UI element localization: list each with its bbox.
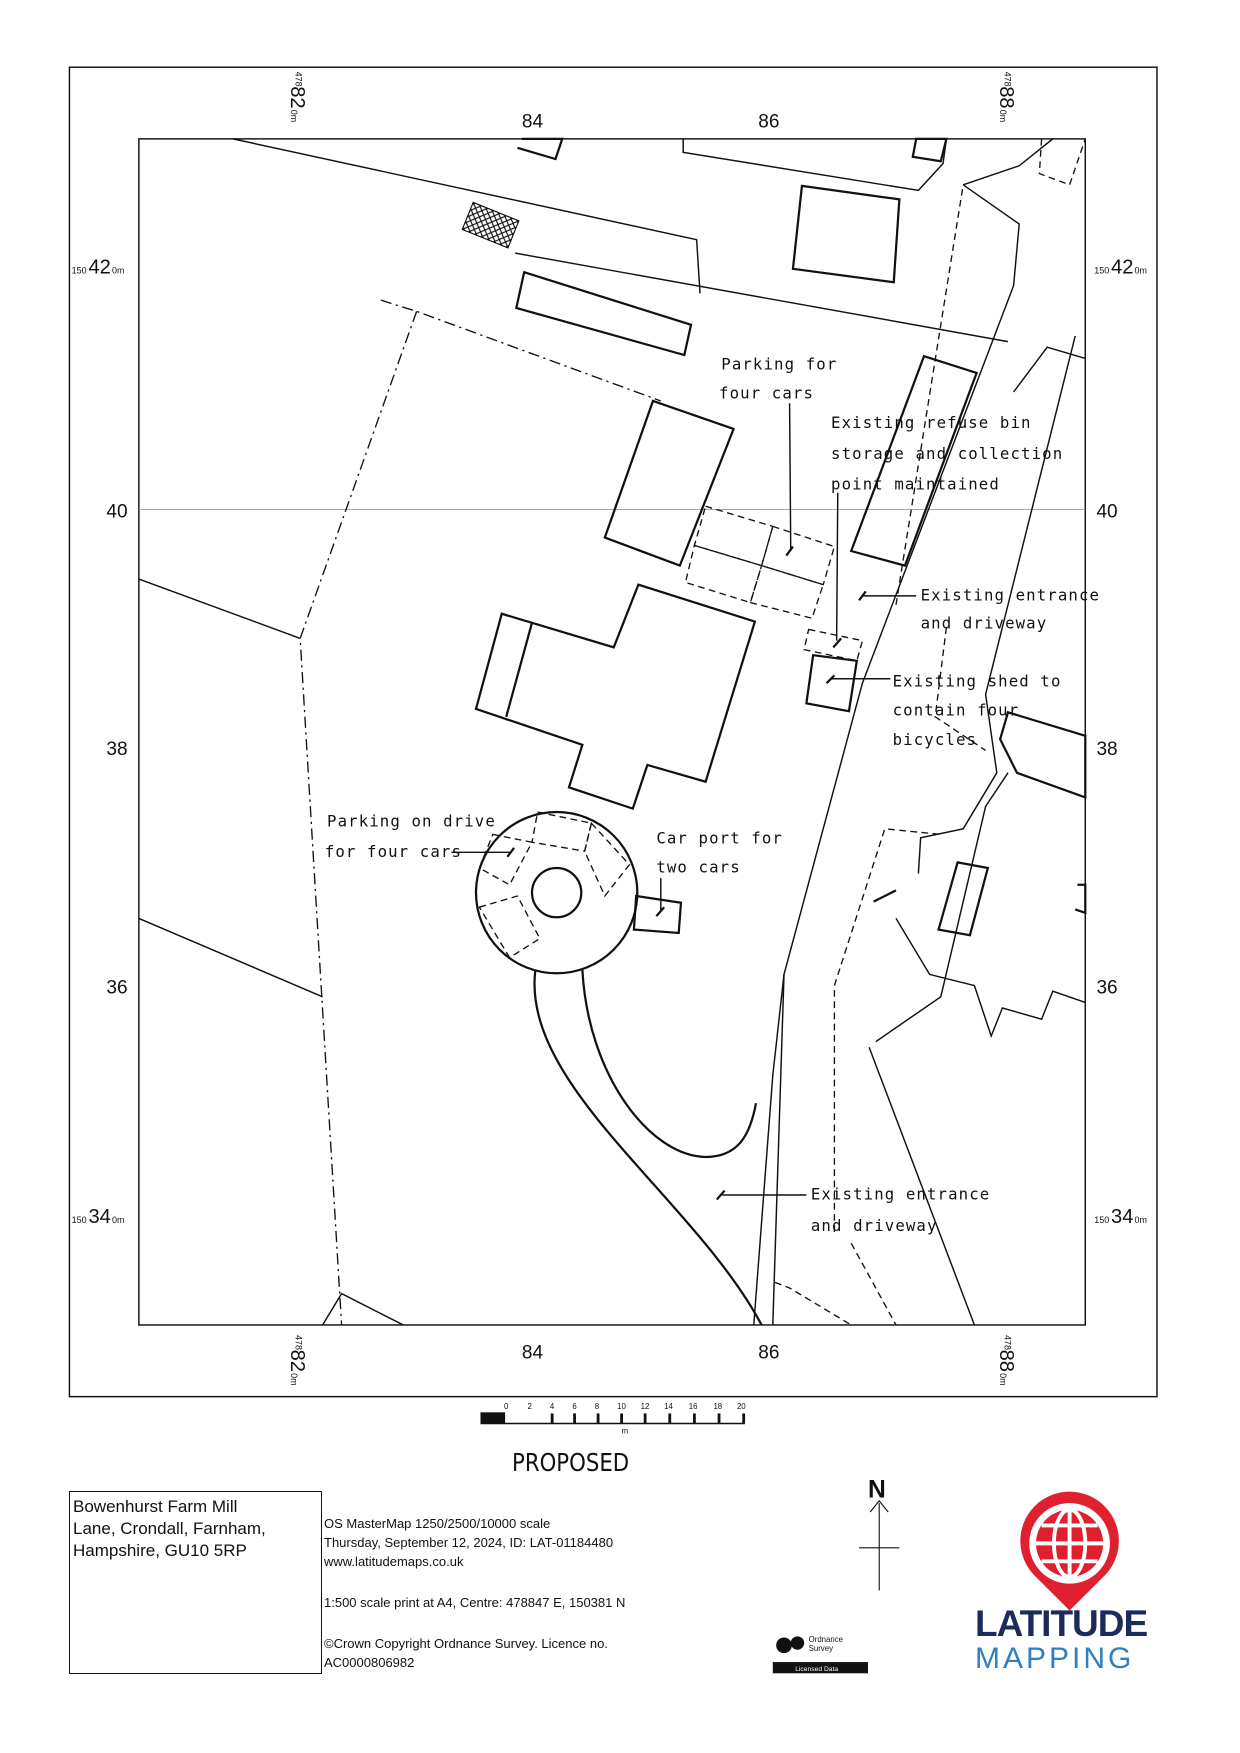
annotations: Parking for four cars Existing refuse bi… — [325, 355, 1100, 1235]
svg-text:N: N — [868, 1476, 886, 1503]
address-line: Hampshire, GU10 5RP — [73, 1541, 247, 1560]
svg-text:150: 150 — [72, 1215, 87, 1225]
main-house — [474, 583, 757, 811]
meta-line: OS MasterMap 1250/2500/10000 scale — [324, 1516, 551, 1531]
meta-line: ©Crown Copyright Ordnance Survey. Licenc… — [324, 1636, 608, 1651]
svg-text:Existing entrance: Existing entrance — [921, 585, 1100, 604]
svg-text:40: 40 — [106, 501, 127, 522]
ordnance-survey-badge: Ordnance Survey Licensed Data — [772, 1635, 868, 1674]
building — [603, 399, 736, 568]
svg-text:0m: 0m — [112, 265, 124, 275]
address-line: Lane, Crondall, Farnham, — [73, 1519, 266, 1538]
svg-text:82: 82 — [286, 86, 308, 108]
svg-text:36: 36 — [106, 977, 127, 998]
logo-word-mapping: MAPPING — [975, 1642, 1135, 1675]
svg-text:0m: 0m — [289, 110, 299, 122]
svg-text:88: 88 — [995, 1350, 1017, 1372]
outer-frame — [68, 66, 1158, 1398]
hatched-feature — [461, 201, 520, 249]
meta-line: Thursday, September 12, 2024, ID: LAT-01… — [324, 1535, 614, 1550]
svg-text:38: 38 — [1096, 739, 1117, 760]
car-port — [632, 894, 683, 935]
scale-bar: 0 2 4 6 8 10 12 14 16 18 20 m — [480, 1402, 746, 1436]
svg-text:42: 42 — [1111, 256, 1133, 278]
refuse-store-building — [849, 354, 979, 567]
scale-centre-info: 1:500 scale print at A4, Centre: 478847 … — [324, 1595, 626, 1610]
svg-text:0m: 0m — [289, 1373, 299, 1385]
svg-text:34: 34 — [88, 1206, 110, 1228]
map-source: OS MasterMap 1250/2500/10000 scale Thurs… — [324, 1514, 613, 1571]
svg-text:Ordnance: Ordnance — [809, 1635, 843, 1644]
turning-circle — [474, 810, 639, 975]
meta-line: www.latitudemaps.co.uk — [324, 1554, 464, 1569]
svg-text:478: 478 — [294, 1335, 304, 1350]
address-line: Bowenhurst Farm Mill — [73, 1497, 238, 1516]
svg-text:point maintained: point maintained — [831, 474, 1000, 493]
svg-text:Existing shed to: Existing shed to — [893, 672, 1062, 691]
north-arrow: N — [859, 1476, 900, 1591]
svg-text:Survey: Survey — [809, 1644, 833, 1653]
map-features — [138, 137, 1087, 1326]
latitude-mapping-logo — [1020, 1491, 1119, 1611]
svg-text:and driveway: and driveway — [811, 1216, 938, 1235]
svg-text:150: 150 — [1094, 1215, 1109, 1225]
svg-text:150: 150 — [1094, 265, 1109, 275]
svg-text:0m: 0m — [112, 1215, 124, 1225]
svg-text:4: 4 — [550, 1402, 555, 1411]
svg-text:150: 150 — [72, 265, 87, 275]
svg-text:86: 86 — [758, 112, 779, 133]
svg-text:40: 40 — [1096, 501, 1117, 522]
svg-text:20: 20 — [737, 1402, 746, 1411]
svg-text:36: 36 — [1096, 977, 1117, 998]
svg-text:8: 8 — [595, 1402, 600, 1411]
svg-text:two cars: two cars — [656, 857, 740, 876]
svg-text:Parking for: Parking for — [721, 355, 837, 374]
svg-text:88: 88 — [995, 86, 1017, 108]
svg-text:10: 10 — [617, 1402, 626, 1411]
svg-text:2: 2 — [528, 1402, 532, 1411]
svg-text:and driveway: and driveway — [921, 613, 1048, 632]
svg-text:0: 0 — [504, 1402, 509, 1411]
svg-text:14: 14 — [664, 1402, 673, 1411]
svg-text:18: 18 — [713, 1402, 722, 1411]
svg-text:bicycles: bicycles — [893, 730, 977, 749]
meta-line: AC0000806982 — [324, 1655, 415, 1670]
svg-text:storage and collection: storage and collection — [831, 444, 1063, 463]
svg-text:84: 84 — [522, 112, 544, 133]
svg-text:82: 82 — [286, 1350, 308, 1372]
svg-text:84: 84 — [522, 1343, 544, 1364]
svg-text:16: 16 — [689, 1402, 698, 1411]
svg-text:0m: 0m — [1135, 1215, 1147, 1225]
svg-text:for four cars: for four cars — [325, 842, 462, 861]
svg-text:contain four: contain four — [893, 701, 1020, 720]
outbuilding — [514, 270, 693, 357]
svg-text:m: m — [622, 1427, 629, 1436]
svg-text:0m: 0m — [998, 110, 1008, 122]
svg-text:Existing entrance: Existing entrance — [811, 1185, 990, 1204]
svg-text:478: 478 — [1003, 1335, 1013, 1350]
address-box: Bowenhurst Farm Mill Lane, Crondall, Far… — [69, 1491, 322, 1674]
plan-title: PROPOSED — [512, 1448, 630, 1477]
map-frame — [138, 138, 1087, 1326]
svg-text:four cars: four cars — [719, 384, 814, 403]
svg-text:42: 42 — [88, 256, 110, 278]
svg-text:Car port for: Car port for — [656, 828, 783, 847]
shed — [805, 653, 859, 713]
logo-word-latitude: LATITUDE — [975, 1603, 1148, 1644]
svg-text:Existing refuse bin: Existing refuse bin — [831, 413, 1032, 432]
svg-text:478: 478 — [1003, 72, 1013, 87]
svg-text:34: 34 — [1111, 1206, 1133, 1228]
svg-text:38: 38 — [106, 739, 127, 760]
svg-text:0m: 0m — [1135, 265, 1147, 275]
svg-text:0m: 0m — [998, 1373, 1008, 1385]
svg-text:Parking on drive: Parking on drive — [327, 812, 496, 831]
svg-text:Licensed Data: Licensed Data — [795, 1666, 838, 1673]
svg-text:478: 478 — [294, 72, 304, 87]
svg-text:12: 12 — [641, 1402, 650, 1411]
svg-text:86: 86 — [758, 1343, 779, 1364]
svg-text:6: 6 — [572, 1402, 577, 1411]
copyright: ©Crown Copyright Ordnance Survey. Licenc… — [324, 1634, 608, 1672]
